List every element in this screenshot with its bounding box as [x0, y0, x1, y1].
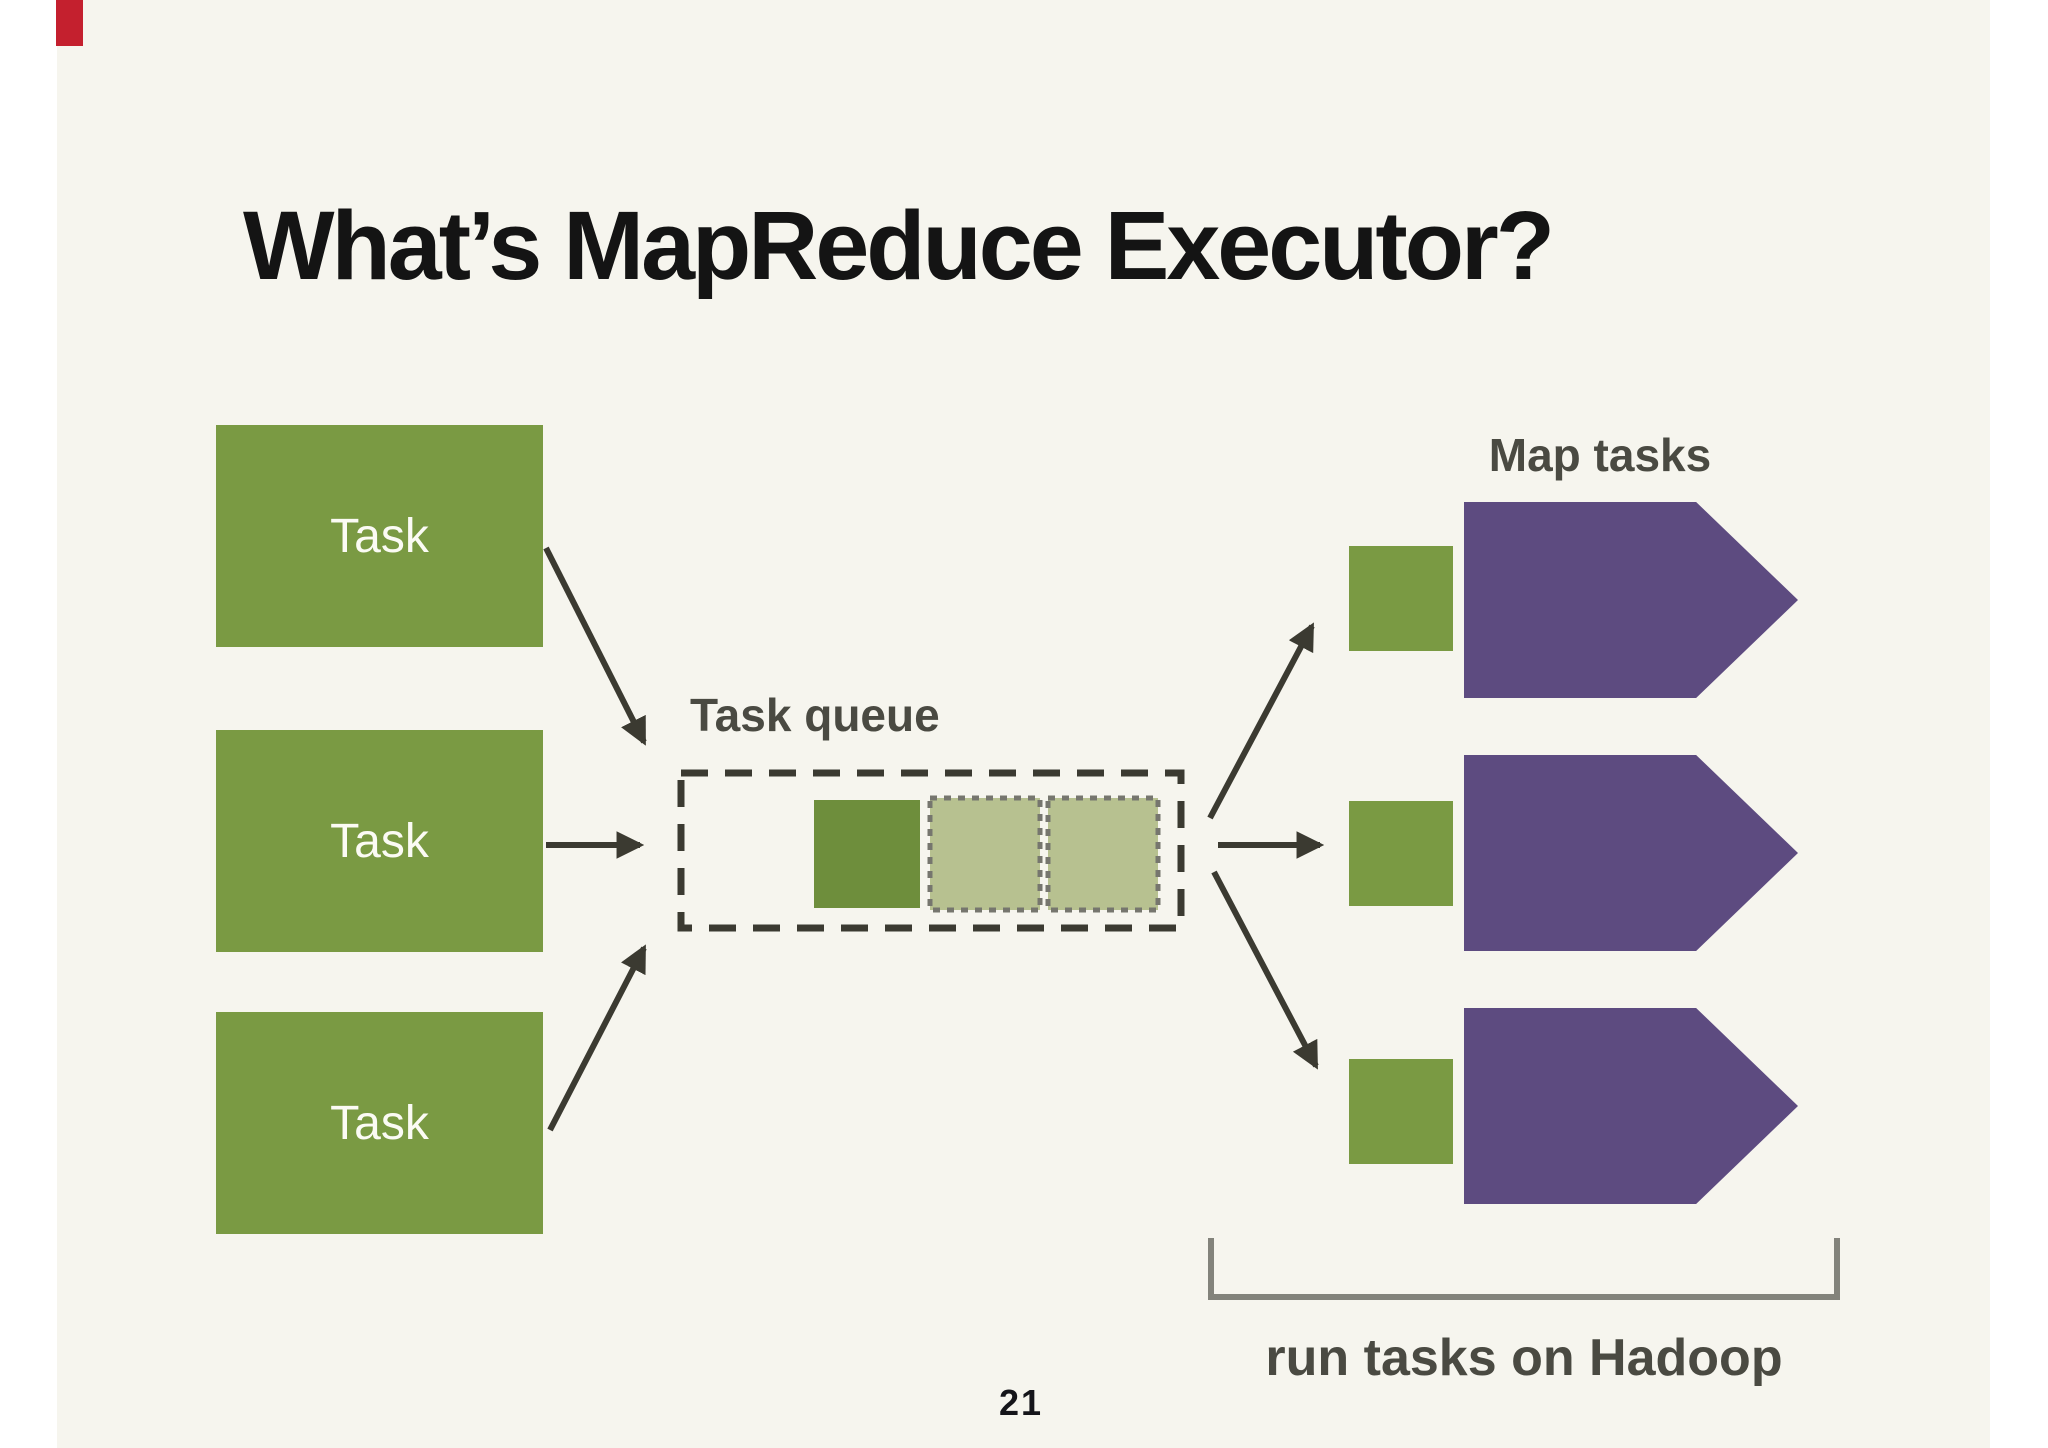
- task-box-3: Task: [216, 1012, 543, 1234]
- task-box-1-label: Task: [330, 509, 429, 563]
- task-box-1: Task: [216, 425, 543, 647]
- dispatched-task-square-1: [1349, 546, 1453, 651]
- task-box-2-label: Task: [330, 814, 429, 868]
- slide-title: What’s MapReduce Executor?: [243, 190, 1555, 300]
- queued-task-square: [814, 800, 920, 908]
- dispatched-task-square-3: [1349, 1059, 1453, 1164]
- red-corner-tab: [56, 0, 83, 46]
- map-tasks-label: Map tasks: [1488, 429, 1712, 481]
- dispatched-task-square-2: [1349, 801, 1453, 906]
- page-number: 21: [998, 1382, 1044, 1423]
- bracket-caption: run tasks on Hadoop: [1265, 1329, 1783, 1387]
- task-box-3-label: Task: [330, 1096, 429, 1150]
- task-box-2: Task: [216, 730, 543, 952]
- task-queue-label: Task queue: [690, 689, 940, 741]
